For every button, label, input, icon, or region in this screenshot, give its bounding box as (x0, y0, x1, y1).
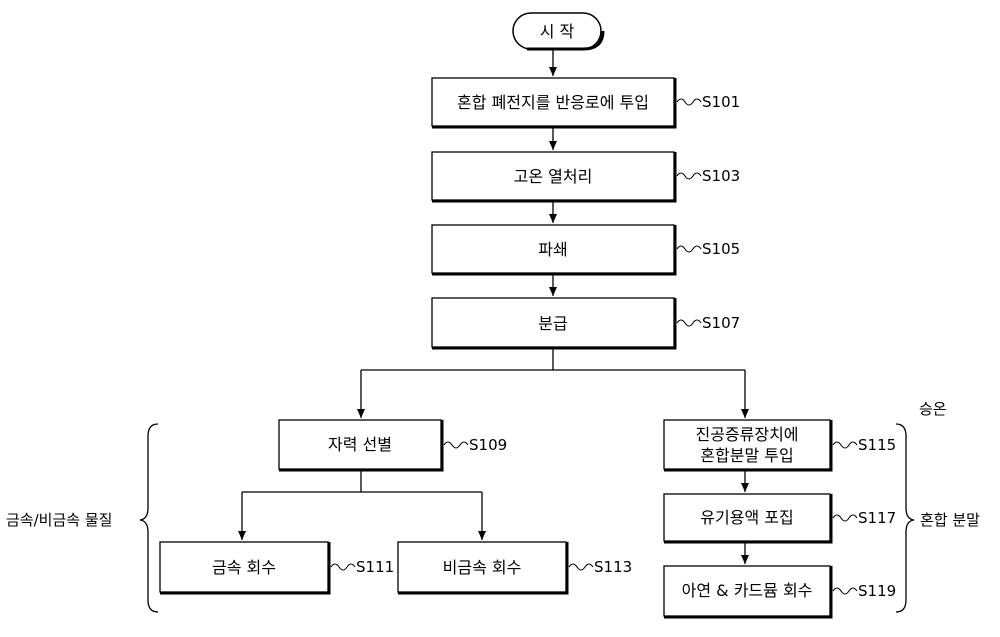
right-brace (896, 424, 914, 612)
step-label-s119: 아연 & 카드뮴 회수 (682, 581, 813, 600)
step-code-s113: S113 (594, 558, 632, 576)
box-s115: 진공증류장치에 혼합분말 투입 (664, 420, 831, 470)
start-label: 시 작 (540, 22, 575, 41)
step-label-s101: 혼합 폐전지를 반응로에 투입 (457, 93, 649, 112)
step-label-s113: 비금속 회수 (443, 558, 522, 577)
box-s107: 분급 (432, 298, 675, 348)
step-code-s119: S119 (858, 582, 896, 600)
box-s119: 아연 & 카드뮴 회수 (664, 566, 831, 617)
box-s113: 비금속 회수 (398, 542, 567, 593)
box-s103: 고온 열처리 (432, 152, 675, 201)
step-label-s109: 자력 선별 (328, 435, 392, 454)
step-label-s117: 유기용액 포집 (700, 508, 793, 527)
step-label-s115-line2: 혼합분말 투입 (700, 446, 793, 465)
box-s117: 유기용액 포집 (664, 494, 831, 542)
left-brace-label: 금속/비금속 물질 (6, 511, 112, 529)
step-label-s107: 분급 (538, 314, 567, 333)
step-code-s105: S105 (702, 240, 740, 258)
box-s101: 혼합 폐전지를 반응로에 투입 (432, 78, 675, 127)
box-s111: 금속 회수 (160, 542, 329, 593)
heat-label: 승온 (919, 400, 947, 418)
step-code-s101: S101 (702, 93, 740, 111)
box-s105: 파쇄 (432, 225, 675, 274)
left-brace (140, 424, 158, 612)
step-code-s107: S107 (702, 314, 740, 332)
step-code-s111: S111 (356, 558, 394, 576)
step-code-s103: S103 (702, 167, 740, 185)
step-label-s105: 파쇄 (538, 240, 567, 259)
right-brace-label: 혼합 분말 (920, 511, 980, 529)
step-label-s111: 금속 회수 (212, 558, 276, 577)
step-code-s117: S117 (858, 509, 896, 527)
step-code-s115: S115 (858, 436, 896, 454)
start-terminal: 시 작 (513, 13, 603, 49)
step-label-s103: 고온 열처리 (514, 167, 593, 186)
step-code-s109: S109 (469, 436, 507, 454)
step-label-s115-line1: 진공증류장치에 (695, 425, 798, 444)
box-s109: 자력 선별 (279, 420, 442, 470)
